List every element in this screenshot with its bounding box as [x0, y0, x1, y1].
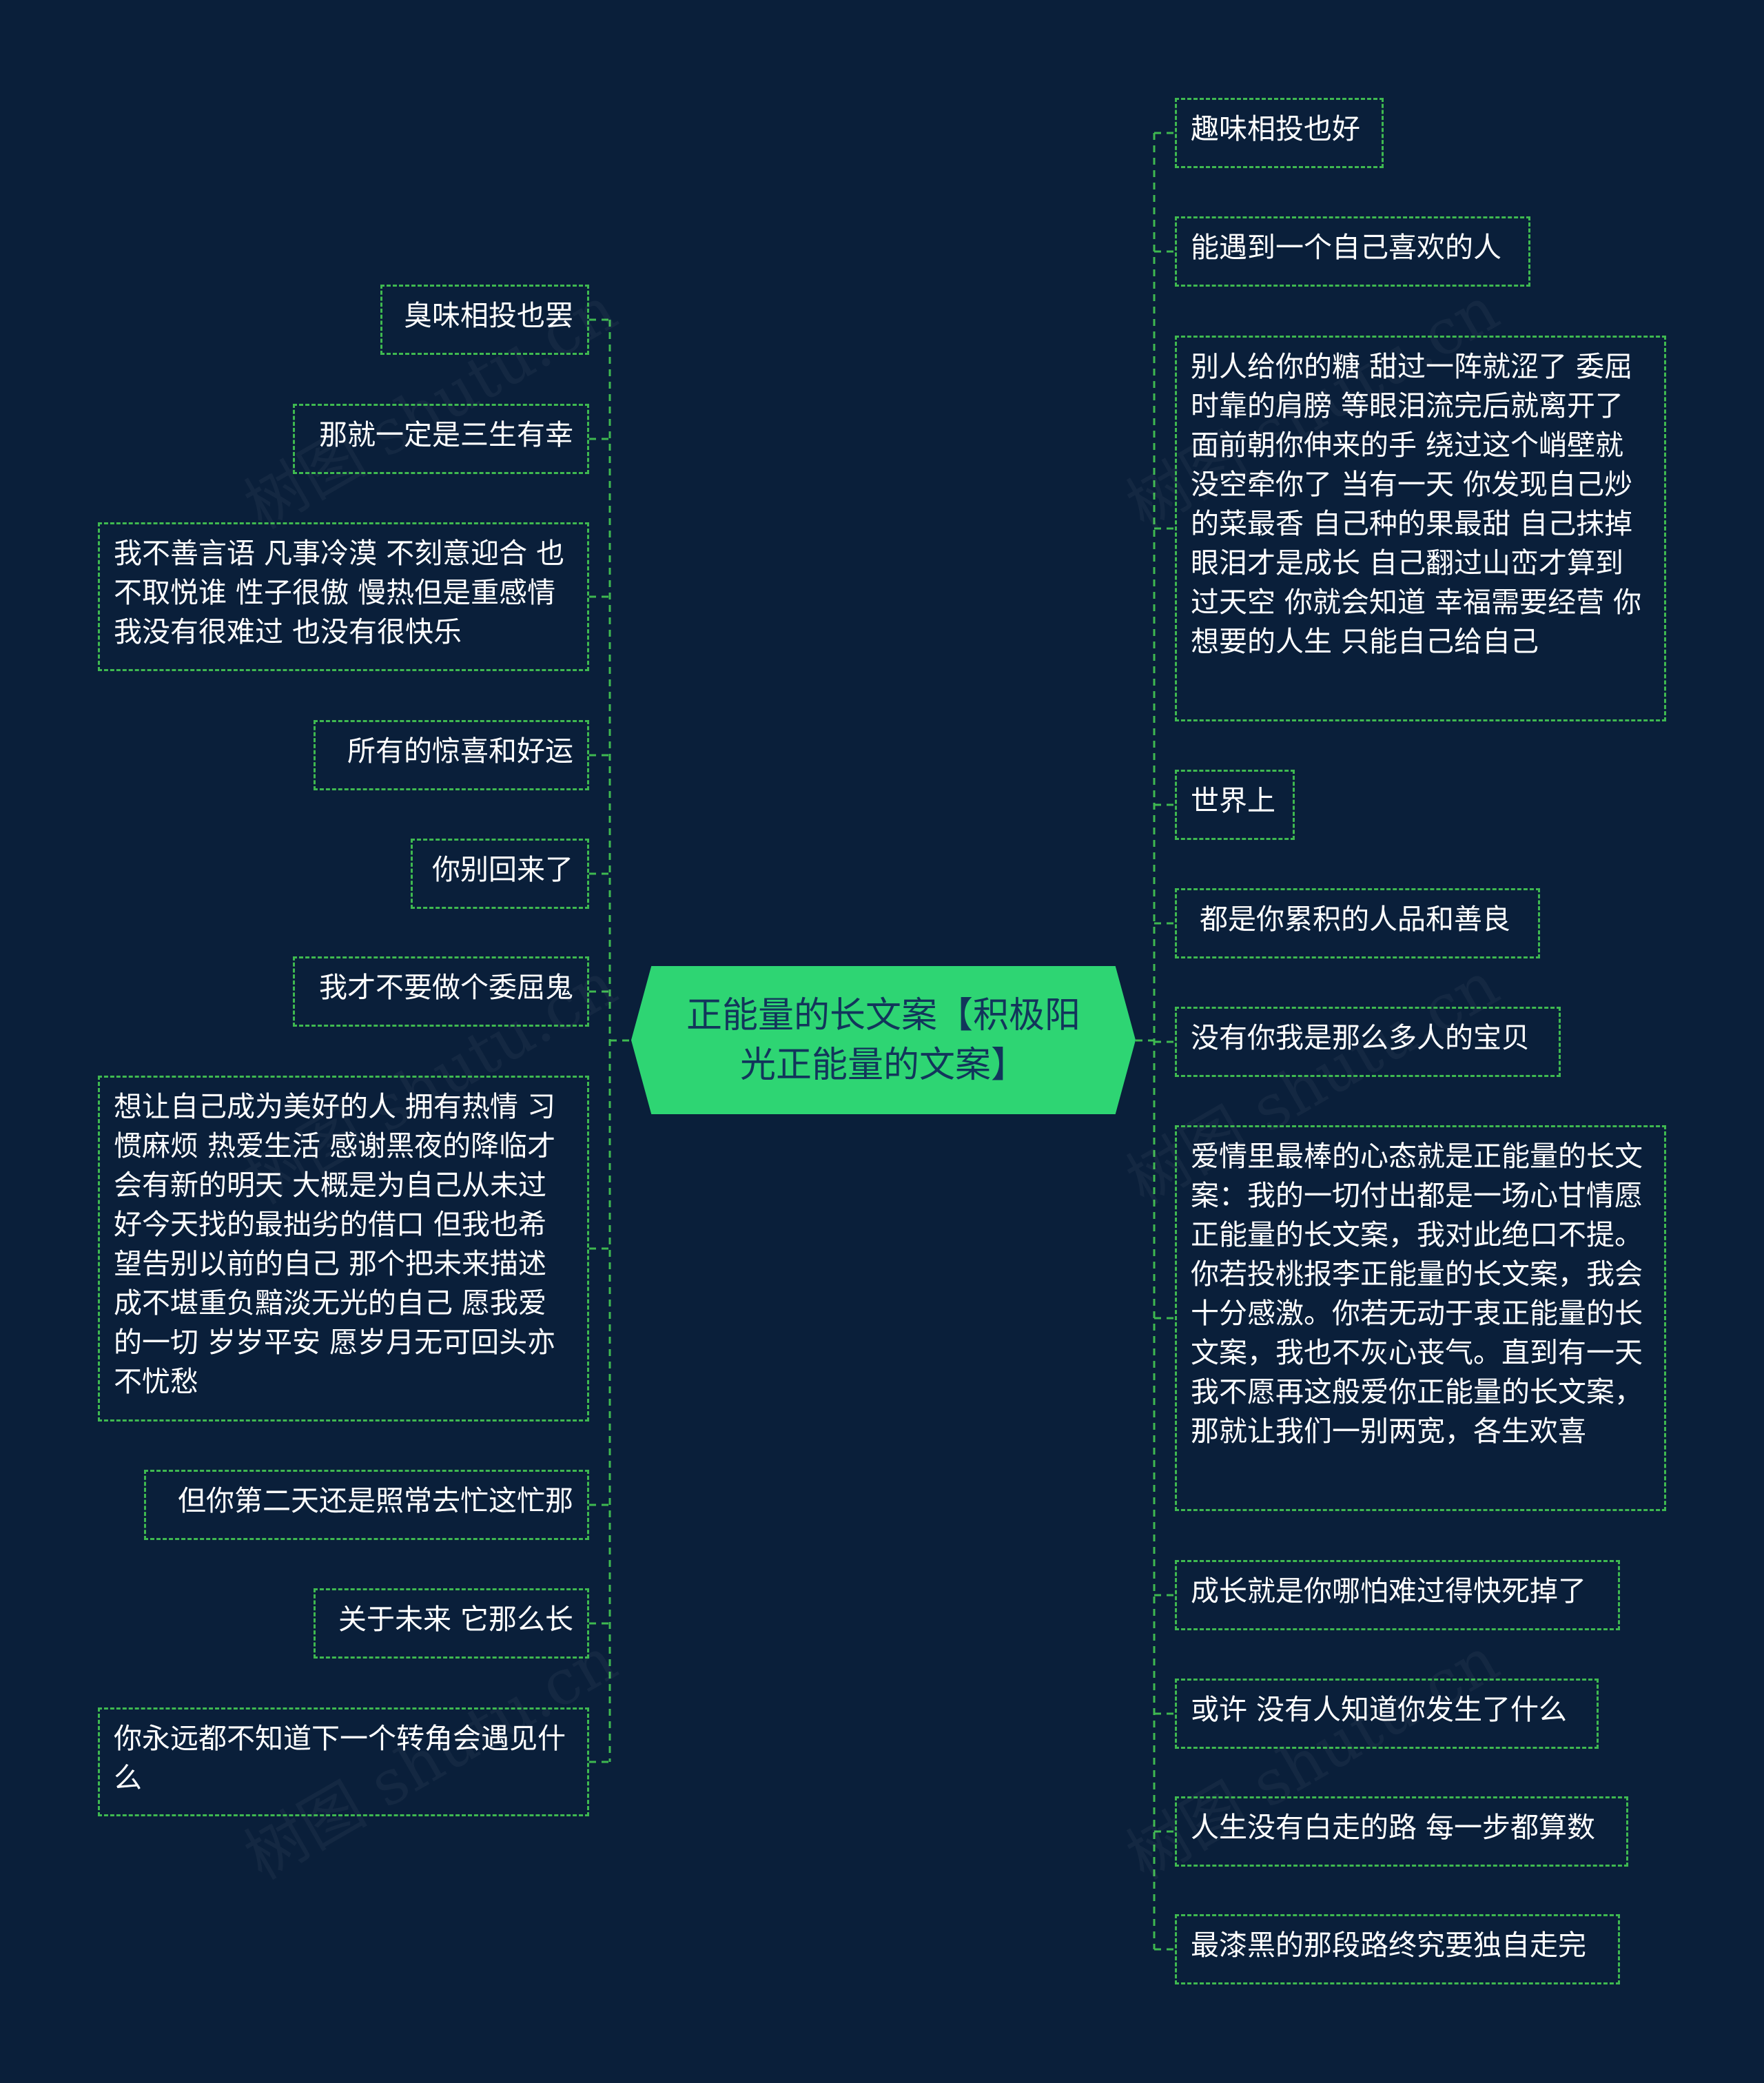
left-node-4[interactable]: 所有的惊喜和好运 — [314, 720, 589, 790]
right-node-5[interactable]: 都是你累积的人品和善良 — [1175, 888, 1540, 958]
right-node-8[interactable]: 成长就是你哪怕难过得快死掉了 — [1175, 1560, 1620, 1630]
right-node-2[interactable]: 能遇到一个自己喜欢的人 — [1175, 216, 1530, 287]
right-node-9[interactable]: 或许 没有人知道你发生了什么 — [1175, 1679, 1599, 1749]
right-node-11[interactable]: 最漆黑的那段路终究要独自走完 — [1175, 1914, 1620, 1984]
left-node-9[interactable]: 关于未来 它那么长 — [314, 1588, 589, 1659]
left-node-1[interactable]: 臭味相投也罢 — [380, 285, 589, 355]
left-node-10[interactable]: 你永远都不知道下一个转角会遇见什么 — [98, 1707, 589, 1816]
right-node-6[interactable]: 没有你我是那么多人的宝贝 — [1175, 1007, 1561, 1077]
left-node-7[interactable]: 想让自己成为美好的人 拥有热情 习惯麻烦 热爱生活 感谢黑夜的降临才会有新的明天… — [98, 1076, 589, 1422]
left-node-6[interactable]: 我才不要做个委屈鬼 — [293, 956, 589, 1027]
central-topic-label: 正能量的长文案【积极阳光正能量的文案】 — [686, 994, 1080, 1086]
central-topic[interactable]: 正能量的长文案【积极阳光正能量的文案】 — [631, 966, 1136, 1114]
right-node-1[interactable]: 趣味相投也好 — [1175, 98, 1384, 168]
right-node-7[interactable]: 爱情里最棒的心态就是正能量的长文案：我的一切付出都是一场心甘情愿正能量的长文案，… — [1175, 1125, 1666, 1511]
right-node-3[interactable]: 别人给你的糖 甜过一阵就涩了 委屈时靠的肩膀 等眼泪流完后就离开了 面前朝你伸来… — [1175, 336, 1666, 721]
right-node-4[interactable]: 世界上 — [1175, 770, 1295, 840]
left-node-2[interactable]: 那就一定是三生有幸 — [293, 404, 589, 474]
right-node-10[interactable]: 人生没有白走的路 每一步都算数 — [1175, 1796, 1628, 1867]
left-node-3[interactable]: 我不善言语 凡事冷漠 不刻意迎合 也不取悦谁 性子很傲 慢热但是重感情 我没有很… — [98, 522, 589, 671]
left-node-5[interactable]: 你别回来了 — [411, 839, 589, 909]
left-node-8[interactable]: 但你第二天还是照常去忙这忙那 — [144, 1470, 589, 1540]
